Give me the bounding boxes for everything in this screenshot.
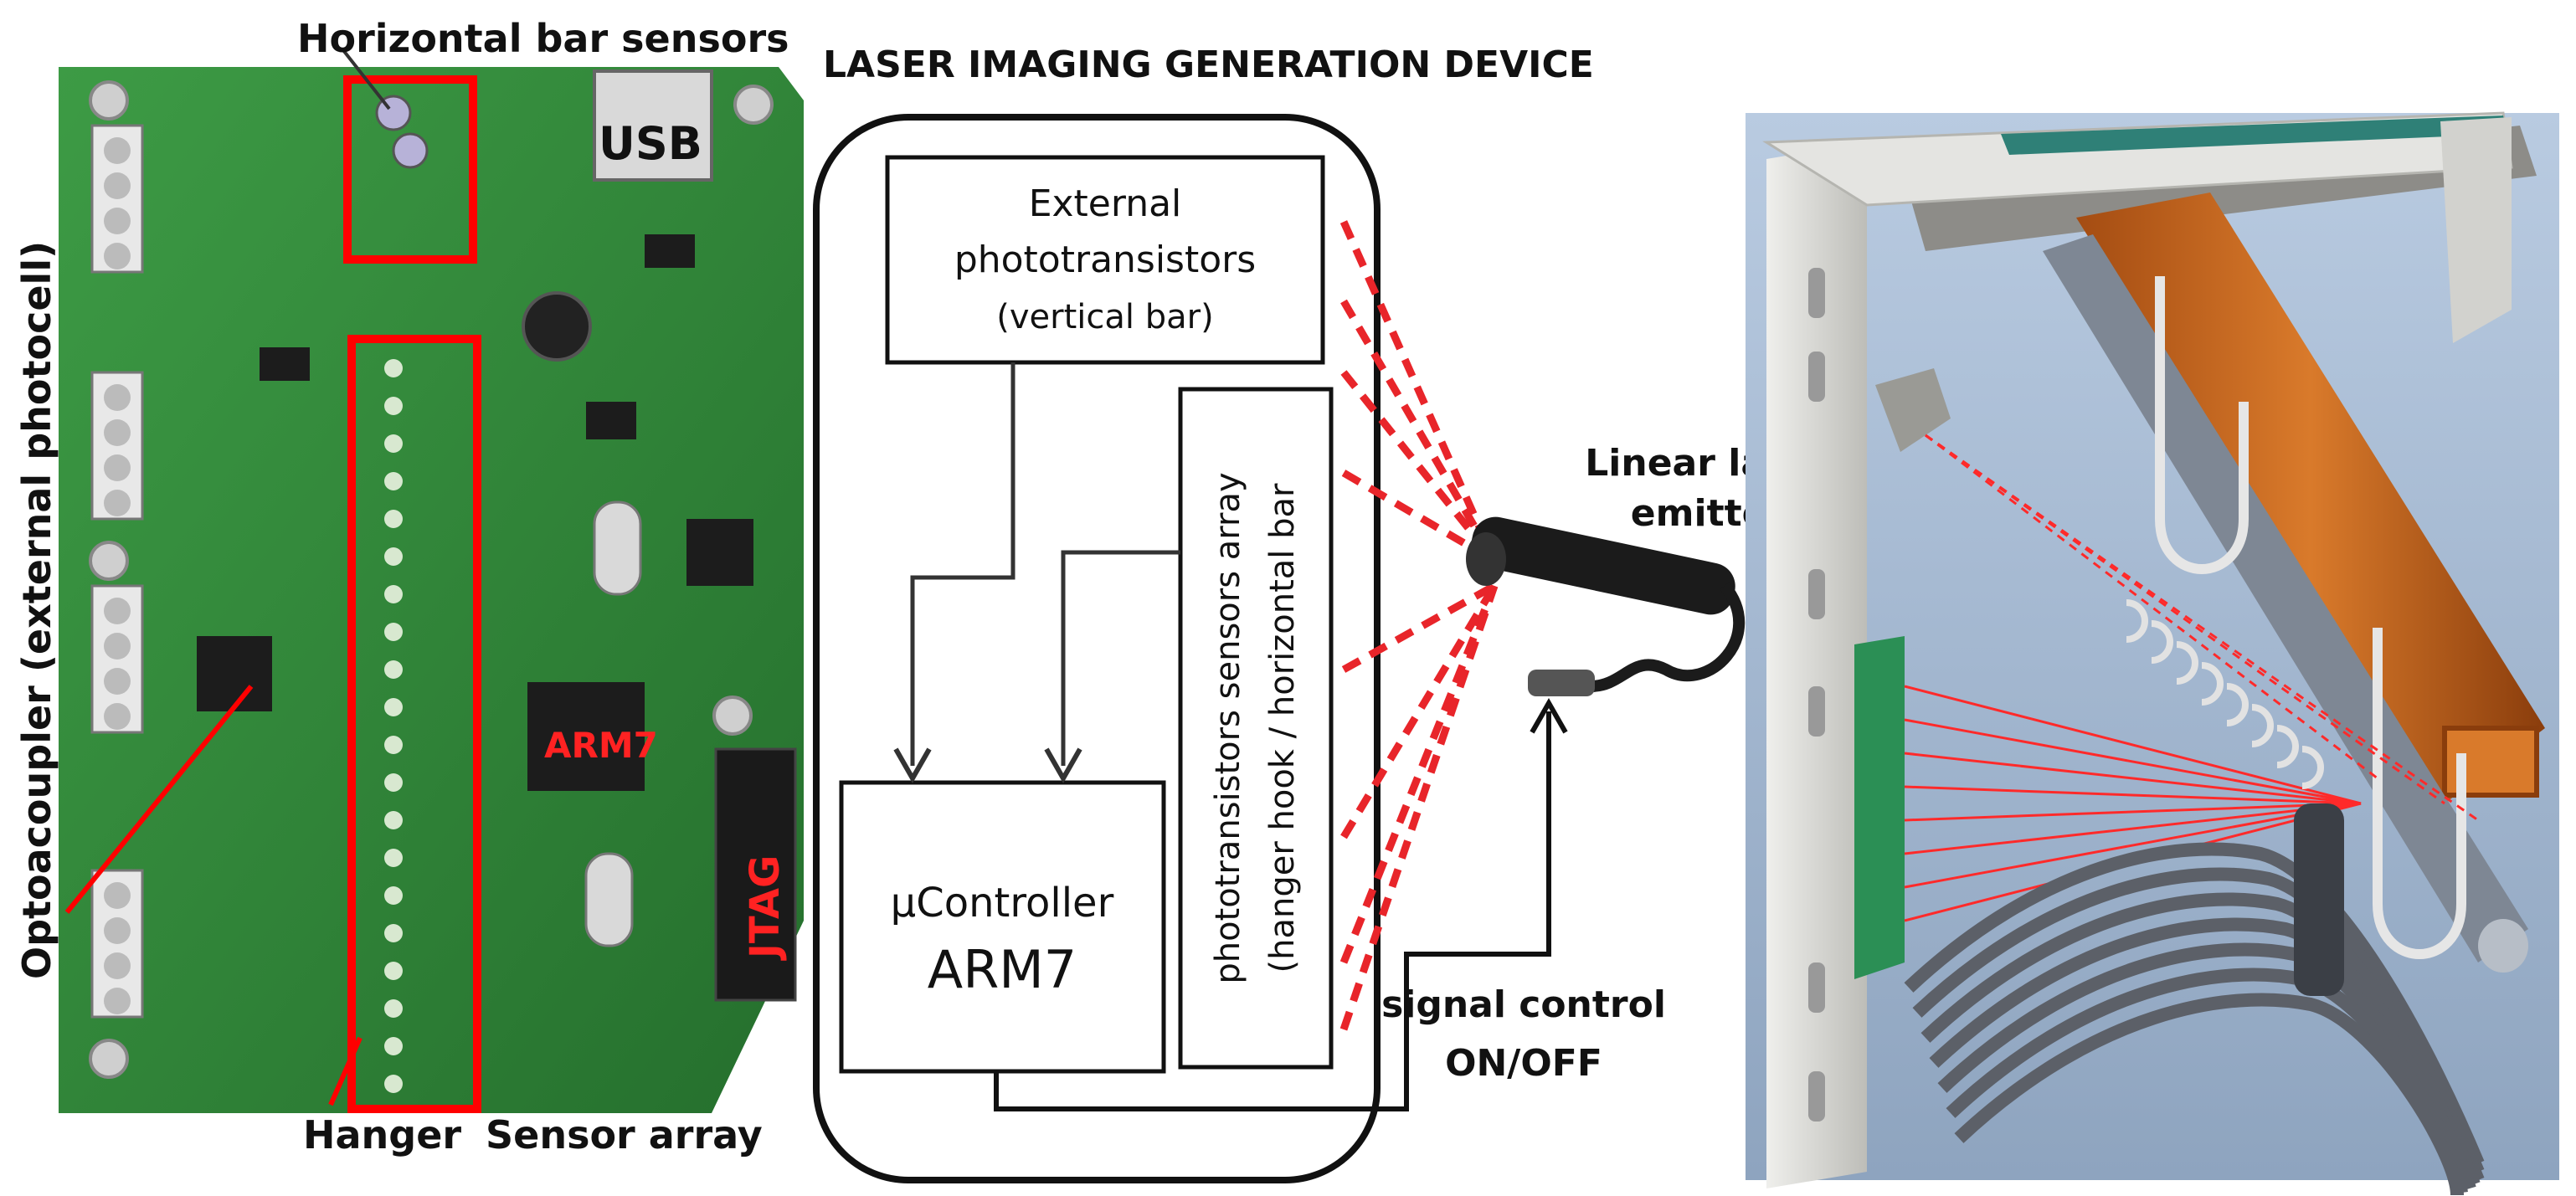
ic-chip bbox=[260, 347, 310, 381]
label-usb: USB bbox=[599, 117, 702, 170]
laser-emitter bbox=[1466, 516, 1746, 696]
mounting-hole bbox=[89, 1039, 129, 1079]
hanger-hooks bbox=[2126, 599, 2324, 789]
capacitor bbox=[522, 291, 592, 362]
terminal-block bbox=[90, 371, 144, 521]
signal-control-line bbox=[994, 711, 1551, 1111]
sensor-array-pads bbox=[384, 359, 403, 1093]
hanger-stack bbox=[1904, 842, 2485, 1196]
arrow-head bbox=[1530, 697, 1568, 734]
label-jtag: JTAG bbox=[742, 855, 789, 961]
external-phototransistors-box bbox=[885, 155, 1325, 365]
ic-chip bbox=[645, 234, 695, 268]
signal-label-line-1: signal control bbox=[1381, 983, 1666, 1026]
terminal-block bbox=[90, 124, 144, 274]
frame-left-column bbox=[1766, 142, 1867, 1188]
jtag-header bbox=[714, 747, 797, 1002]
label-horizontal-bar-sensors: Horizontal bar sensors bbox=[297, 16, 789, 61]
label-hanger: Hanger bbox=[303, 1112, 461, 1158]
pcb-photo: Horizontal bar sensors USB Optoacoupler … bbox=[14, 16, 804, 1158]
crystal bbox=[593, 500, 642, 596]
hanger-leader bbox=[328, 1036, 362, 1106]
external-box-line-1: External bbox=[1029, 182, 1182, 225]
external-box-line-2: phototransistors bbox=[954, 239, 1256, 281]
mounting-hole bbox=[733, 85, 774, 125]
laser-mount bbox=[1875, 368, 1951, 452]
label-arm7-chip: ARM7 bbox=[544, 725, 658, 766]
hook bbox=[2373, 628, 2466, 959]
external-box-line-3: (vertical bar) bbox=[996, 298, 1213, 336]
laser-beams bbox=[1339, 220, 1499, 1031]
render-3d bbox=[1746, 111, 2559, 1196]
ic-chip bbox=[586, 402, 636, 439]
ic-chip bbox=[686, 519, 753, 586]
terminal-block bbox=[90, 584, 144, 734]
frame-top-strip bbox=[2001, 115, 2507, 155]
connector-array-to-controller bbox=[1061, 550, 1180, 766]
array-box-line-2: (hanger hook / horizontal bar bbox=[1263, 483, 1302, 973]
mounting-hole bbox=[89, 80, 129, 121]
pcb-board bbox=[59, 67, 804, 1113]
arm7-chip bbox=[527, 682, 645, 791]
mounting-hole bbox=[89, 541, 129, 581]
optocoupler-leader bbox=[64, 685, 254, 914]
diagram-title: LASER IMAGING GENERATION DEVICE bbox=[823, 44, 1594, 86]
label-optocoupler: Optoacoupler (external photocell) bbox=[14, 241, 59, 979]
controller-line-1: µController bbox=[891, 880, 1114, 927]
label-sensor-array: Sensor array bbox=[486, 1112, 763, 1158]
mounting-hole bbox=[712, 696, 753, 736]
block-diagram: LASER IMAGING GENERATION DEVICE External… bbox=[813, 44, 1831, 1183]
leader-line bbox=[342, 49, 391, 110]
horizontal-sensors-highlight bbox=[343, 75, 477, 264]
usb-connector bbox=[593, 69, 713, 182]
sensor-array-box bbox=[1178, 387, 1334, 1070]
tube-end bbox=[2478, 919, 2528, 973]
crystal bbox=[584, 852, 634, 947]
microcontroller-box bbox=[839, 780, 1166, 1074]
sensor-board-edge bbox=[1854, 636, 1905, 979]
signal-label-line-2: ON/OFF bbox=[1445, 1042, 1602, 1085]
orange-rail bbox=[2076, 192, 2545, 803]
arrow-head bbox=[893, 747, 932, 784]
sensor-array-highlight bbox=[347, 335, 481, 1113]
frame-right-column bbox=[2440, 117, 2512, 343]
terminal-block bbox=[90, 869, 144, 1019]
array-box-line-1: phototransistors sensors array bbox=[1209, 472, 1247, 983]
connector-external-to-controller bbox=[910, 362, 1015, 766]
arrow-head bbox=[1044, 747, 1082, 784]
sensor-bracket bbox=[2294, 803, 2344, 996]
hook bbox=[2155, 276, 2249, 574]
render-laser-grid bbox=[1904, 685, 2362, 922]
frame-slots bbox=[1808, 268, 1825, 1122]
optocoupler-chip bbox=[197, 636, 272, 711]
render-laser-fan bbox=[1925, 434, 2479, 822]
sensor bbox=[392, 132, 429, 169]
controller-line-2: ARM7 bbox=[928, 939, 1077, 1000]
